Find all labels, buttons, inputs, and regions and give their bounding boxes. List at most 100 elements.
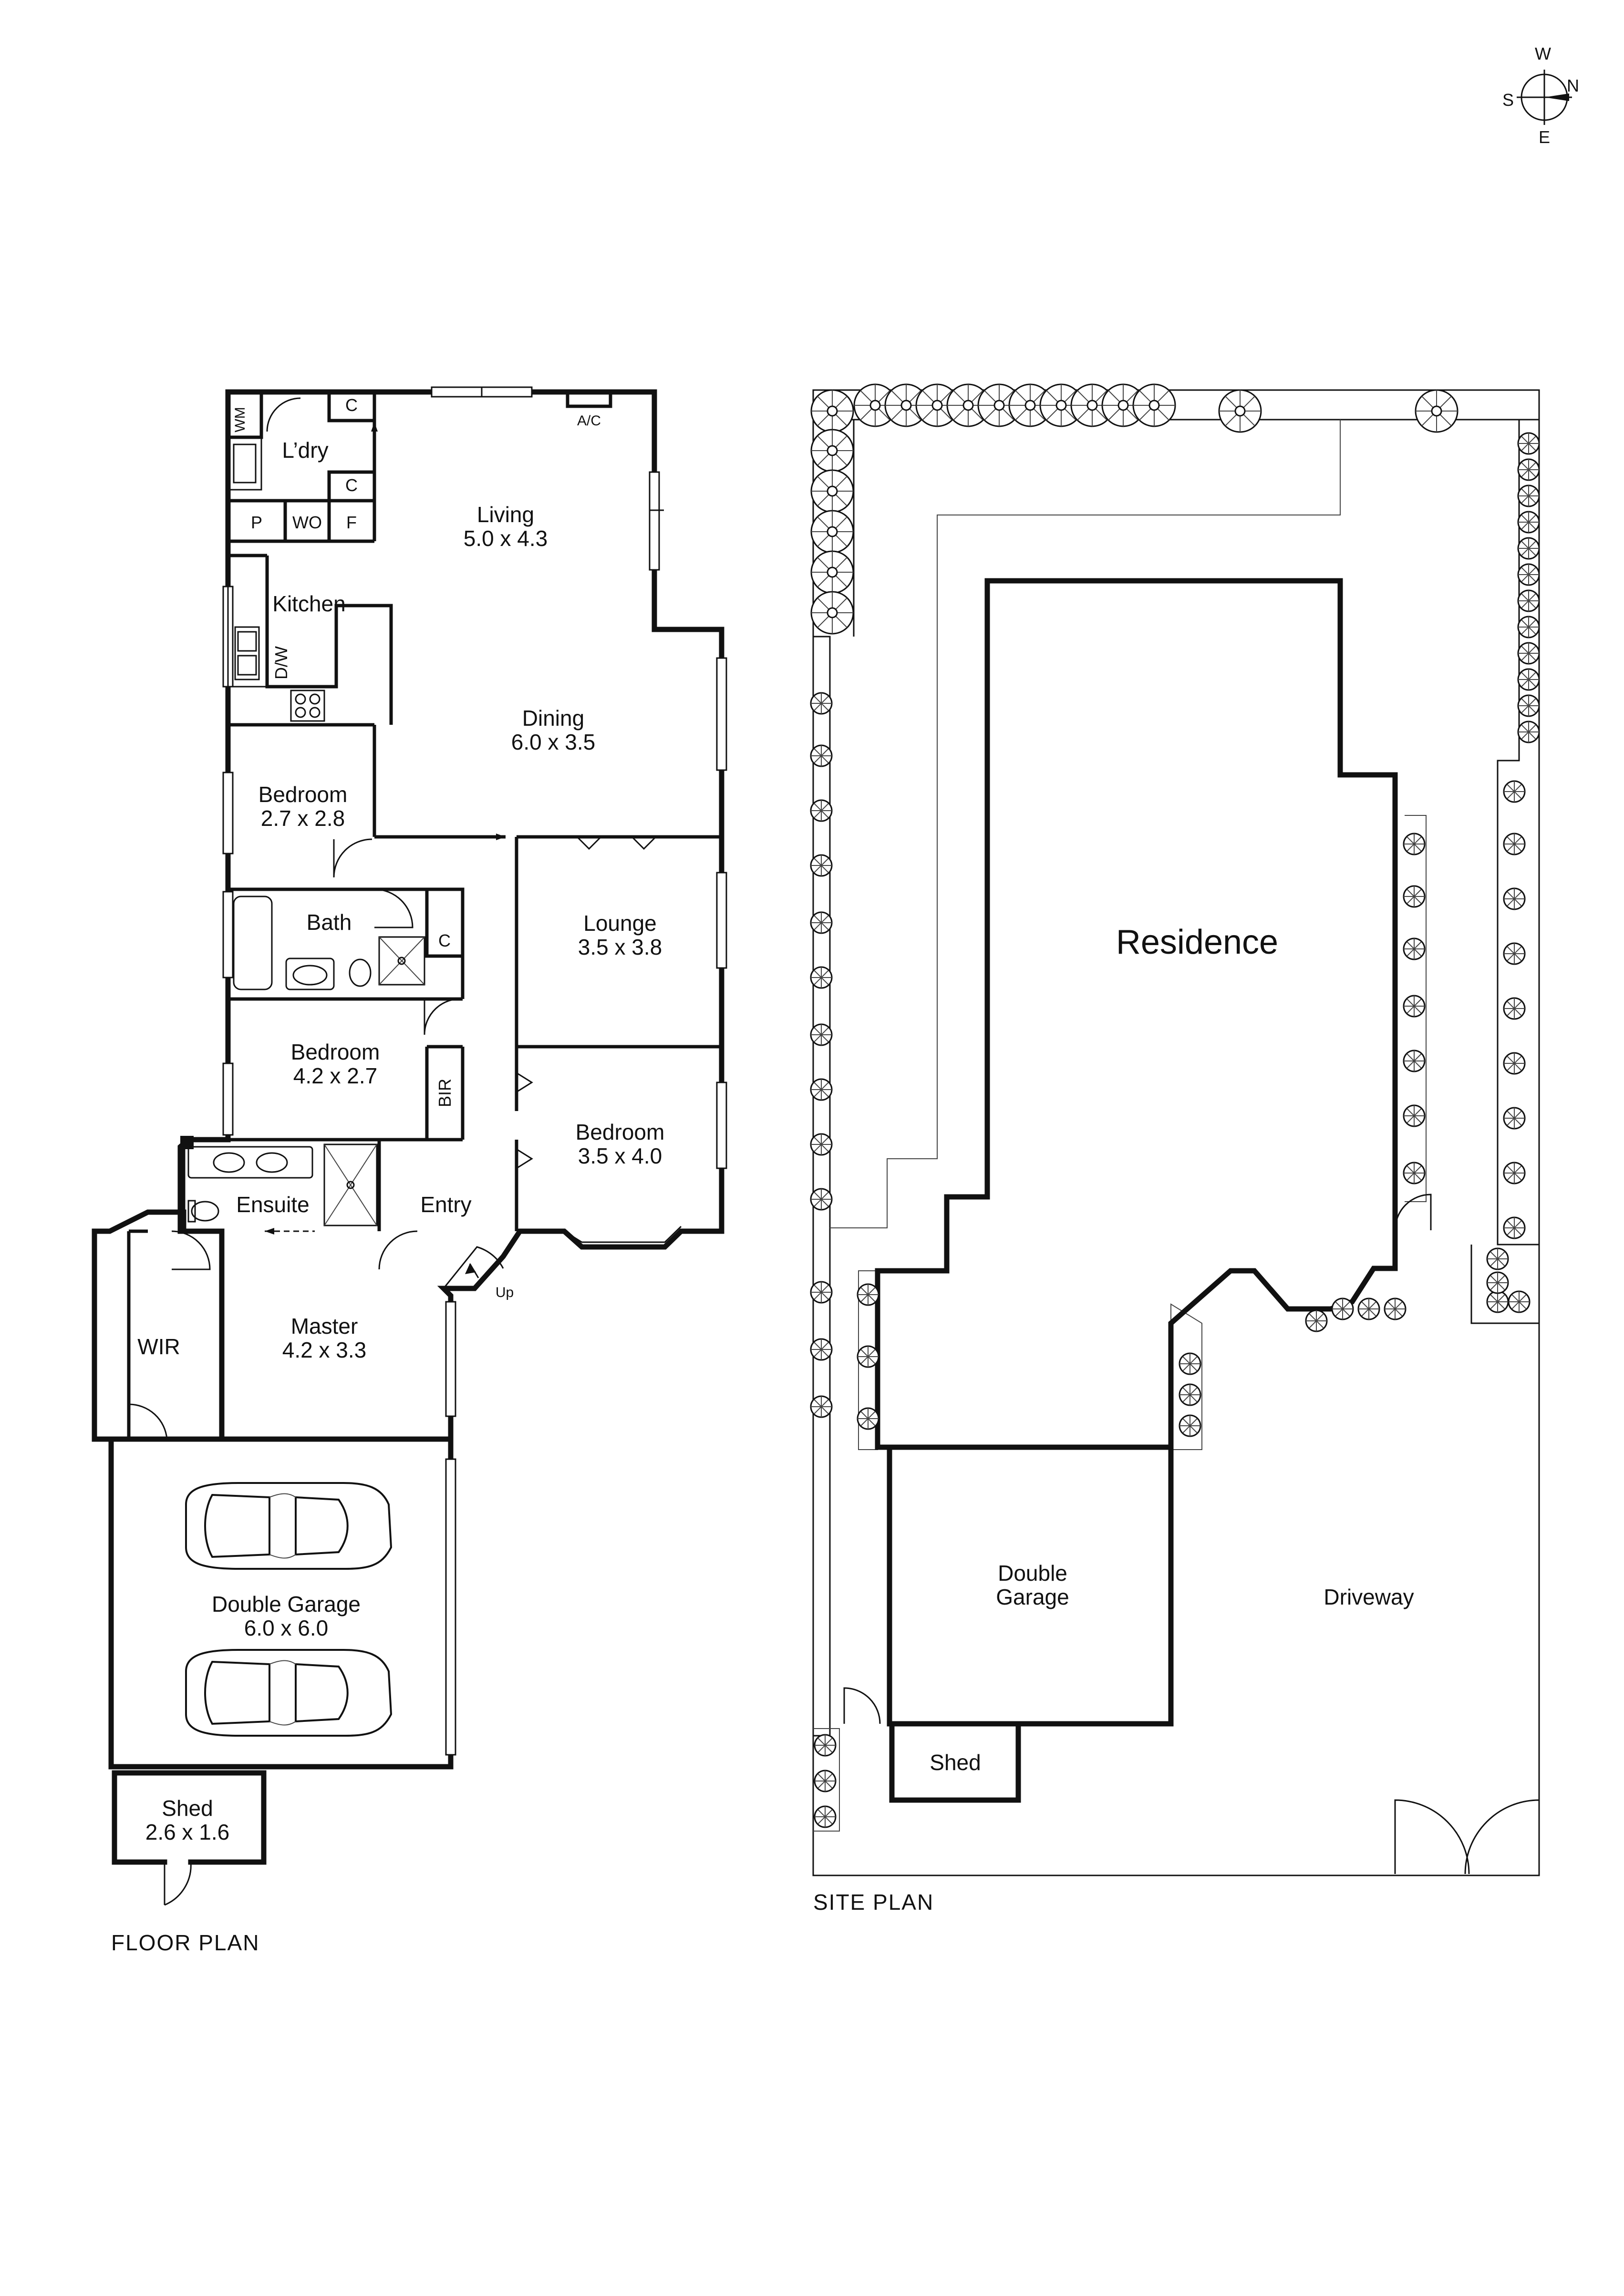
bedroom1-door[interactable]: [333, 838, 372, 878]
site-residence-bed: [1405, 815, 1427, 1202]
exterior-wall-ensuite-west: [177, 1137, 231, 1234]
bath-toilet: [349, 958, 372, 987]
shed-door[interactable]: [164, 1862, 192, 1906]
shower-drain: [346, 1181, 355, 1189]
compass-needle: [1544, 93, 1569, 101]
dw-label: D/W: [271, 646, 291, 680]
bath-window-west: [222, 891, 234, 978]
dining-label: Dining: [522, 706, 584, 731]
dining-size: 6.0 x 3.5: [511, 730, 595, 754]
living-label: Living: [477, 502, 534, 527]
floor-plan: WM L’dry C C P WO F A/C Kitchen D/W Livi…: [92, 386, 727, 1955]
compass-east-label: E: [1539, 127, 1550, 147]
compass-west-label: W: [1535, 44, 1551, 63]
shrub-icon: [810, 432, 1540, 1828]
driveway-gate-left[interactable]: [1394, 1799, 1470, 1874]
front-door[interactable]: [443, 1246, 504, 1289]
residence-outline: [875, 578, 1398, 1450]
ensuite-toilet: [191, 1201, 219, 1222]
compass: N S W E: [1502, 44, 1579, 147]
bedroom1-size: 2.7 x 2.8: [261, 806, 345, 831]
hallway-arrow: [496, 834, 506, 840]
tree-icon: [810, 383, 1458, 635]
garage-label: Double Garage: [212, 1592, 361, 1616]
burner: [295, 693, 306, 705]
up-arrow-head: [465, 1264, 476, 1274]
site-garage-label-line1: Double: [998, 1561, 1067, 1586]
east-garden-bed: [1497, 420, 1539, 1246]
site-plan: Residence Double Garage Driveway Shed SI…: [810, 383, 1540, 1915]
shed-label: Shed: [162, 1796, 213, 1821]
bedroom3-door-marks[interactable]: [516, 1072, 533, 1169]
driveway-gate-right[interactable]: [1464, 1799, 1540, 1874]
burner: [295, 707, 306, 718]
bath-basin: [292, 965, 328, 986]
master-door[interactable]: [378, 1230, 418, 1270]
exterior-wall-shed-west: [112, 1770, 167, 1865]
site-boundary: [812, 389, 1540, 1876]
ac-label: A/C: [577, 413, 601, 429]
interior-walls: [127, 392, 722, 1439]
laundry-label: L’dry: [282, 438, 328, 463]
bath-vanity: [285, 958, 335, 990]
side-gate[interactable]: [1394, 1194, 1432, 1231]
wo-label: WO: [292, 513, 322, 532]
southeast-garden-bed: [1470, 1245, 1539, 1324]
laundry-dash-arrow: [371, 422, 378, 432]
lounge-double-door[interactable]: [576, 836, 657, 850]
bath-door[interactable]: [374, 888, 414, 928]
lounge-size: 3.5 x 3.8: [578, 935, 662, 959]
up-label: Up: [496, 1285, 514, 1300]
wir-door[interactable]: [171, 1230, 211, 1270]
lounge-label: Lounge: [583, 911, 657, 936]
driveway-label: Driveway: [1324, 1585, 1414, 1609]
laundry-tub: [227, 436, 262, 491]
garage-size: 6.0 x 6.0: [244, 1616, 328, 1640]
garage-door[interactable]: [445, 1458, 456, 1756]
bath-cupboard: [425, 887, 465, 958]
residence-label: Residence: [1116, 923, 1278, 961]
shower-diagonals: [324, 1144, 377, 1226]
burner: [309, 693, 321, 705]
laundry-cupboard-top: [327, 390, 376, 422]
shower-drain: [397, 957, 406, 965]
compass-north-label: N: [1567, 76, 1579, 95]
burner: [309, 707, 321, 718]
sink-bowl: [237, 655, 257, 676]
pantry-label: P: [251, 513, 262, 532]
bedroom1-label: Bedroom: [259, 782, 348, 807]
bedroom-window-east: [716, 1081, 727, 1169]
bathtub: [233, 896, 273, 990]
living-size: 5.0 x 4.3: [464, 526, 548, 551]
ensuite-basin: [213, 1152, 245, 1173]
ensuite-basin: [256, 1152, 288, 1173]
shower-diagonals: [379, 937, 425, 985]
rear-gate[interactable]: [843, 1687, 881, 1724]
kitchen-bench: [265, 556, 393, 725]
fridge-label: F: [346, 513, 357, 532]
kitchen-wall-bench: [227, 556, 267, 688]
site-shed-label: Shed: [930, 1750, 981, 1775]
site-shed-bed: [813, 1728, 840, 1832]
laundry-door[interactable]: [266, 397, 301, 432]
master-label: Master: [291, 1314, 358, 1338]
site-path-line: [830, 420, 1341, 1228]
ensuite-dash-arrow: [265, 1228, 274, 1235]
wir-garage-door[interactable]: [128, 1403, 168, 1440]
site-shed: [889, 1721, 1021, 1803]
master-size: 4.2 x 3.3: [282, 1338, 366, 1362]
bath-cupboard-label: C: [438, 931, 451, 950]
toilet-cistern: [187, 1200, 196, 1223]
kitchen-label: Kitchen: [272, 591, 345, 616]
shed-size: 2.6 x 1.6: [145, 1820, 229, 1844]
ensuite-shower: [323, 1143, 378, 1226]
bedroom2-door[interactable]: [424, 998, 463, 1035]
bedroom3-size: 3.5 x 4.0: [578, 1143, 662, 1168]
ac-unit: [566, 390, 612, 408]
exterior-wall-shed: [112, 1770, 267, 1865]
ensuite-vanity: [187, 1146, 313, 1179]
wm-label: WM: [232, 407, 248, 432]
sink-bowl: [237, 631, 257, 652]
dining-window-east: [716, 657, 727, 771]
living-window-east: [649, 471, 660, 571]
